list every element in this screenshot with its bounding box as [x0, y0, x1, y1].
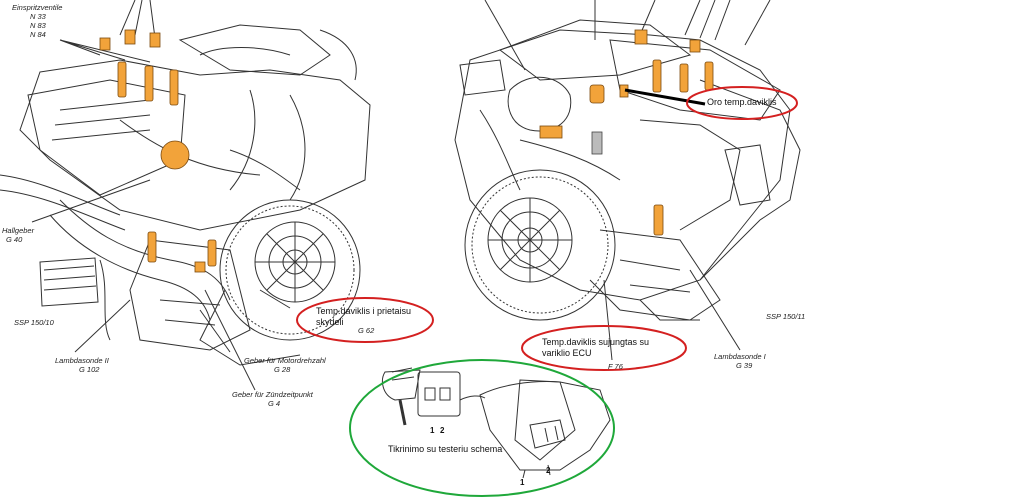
injectors-label: Einspritzventile N 33 N 83 N 84 [12, 3, 62, 39]
hall-sender-title: Hallgeber [2, 226, 35, 235]
ignition-sender-label: Geber für Zündzeitpunkt G 4 [232, 390, 313, 408]
temp-gauge-note-line1: Temp.daviklis i prietaisu [316, 306, 412, 316]
pin-1-label-right: 1 [520, 478, 525, 487]
lambda-probe-2-label: Lambdasonde II G 102 [55, 356, 109, 374]
lambda-probe-2-title: Lambdasonde II [55, 356, 109, 365]
temp-gauge-note: Temp.daviklis i prietaisu skydeli [316, 306, 411, 328]
temp-ecu-note-line1: Temp.daviklis sujungtas su [542, 337, 650, 347]
ring-temp-ecu [521, 325, 687, 371]
lambda-probe-1-title: Lambdasonde I [714, 352, 766, 361]
temp-ecu-note-line2: variklio ECU [542, 348, 592, 358]
ring-temp-gauge [296, 297, 434, 343]
red-highlight-rings [296, 86, 798, 371]
pin-2-label-left: 2 [440, 426, 445, 435]
temp-ecu-note: Temp.daviklis sujungtas su variklio ECU [542, 337, 649, 359]
right-engine-illustration [454, 0, 801, 361]
engine-speed-sender-title: Geber für Motordrehzahl [244, 356, 326, 365]
ignition-sender-title: Geber für Zündzeitpunkt [232, 390, 313, 399]
engine-speed-sender-label: Geber für Motordrehzahl G 28 [244, 356, 326, 374]
hall-sender-code: G 40 [6, 235, 23, 244]
temp-sensor-code-g62: G 62 [358, 326, 375, 335]
green-highlight-ring [349, 359, 615, 497]
pin-1-label-left: 1 [430, 426, 435, 435]
ssp-code-left: SSP 150/10 [14, 318, 54, 327]
tester-scheme-note: Tikrinimo su testeriu schema [388, 444, 503, 454]
lambda-probe-2-code: G 102 [79, 365, 100, 374]
injectors-title: Einspritzventile [12, 3, 63, 12]
lambda-probe-1-label: Lambdasonde I G 39 [714, 352, 766, 370]
injector-n84: N 84 [30, 30, 46, 39]
ssp-code-right: SSP 150/11 [766, 312, 806, 321]
pin-2-label-right: 2 [546, 466, 551, 475]
lambda-probe-1-code: G 39 [736, 361, 753, 370]
injector-n33: N 33 [30, 12, 46, 21]
temp-gauge-note-line2: skydeli [316, 317, 344, 327]
hall-sender-label: Hallgeber G 40 [2, 226, 34, 244]
air-temp-note: Oro temp.daviklis [707, 97, 777, 107]
ring-air-temp [686, 86, 798, 120]
engine-speed-sender-code: G 28 [274, 365, 291, 374]
ignition-sender-code: G 4 [268, 399, 281, 408]
injector-n83: N 83 [30, 21, 46, 30]
tester-scheme-illustration [382, 367, 611, 479]
left-engine-illustration [0, 24, 371, 366]
code-f76: F 76 [608, 362, 623, 371]
